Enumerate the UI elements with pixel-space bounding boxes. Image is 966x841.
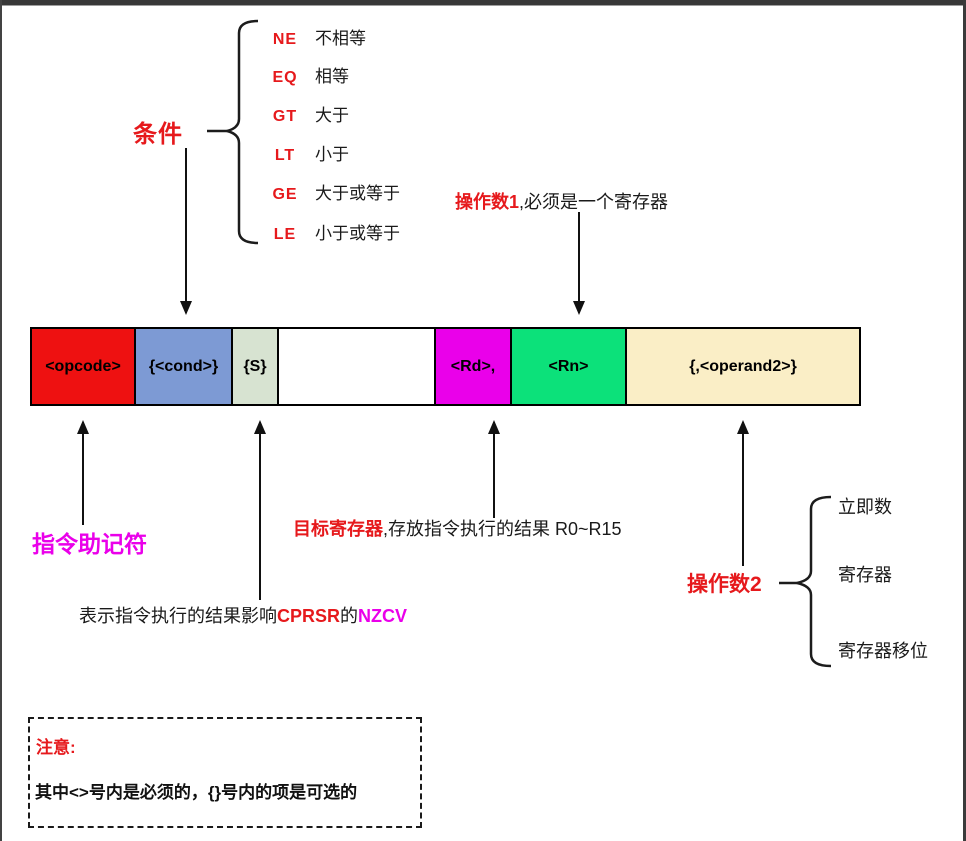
segment-s-flag: {S} [231, 327, 279, 406]
window-top-edge [0, 0, 966, 6]
operand1-highlight: 操作数1 [455, 192, 520, 212]
segment-rd-label: <Rd>, [450, 357, 496, 375]
segment-cond-label: {<cond>} [148, 357, 219, 375]
segment-rn-label: <Rn> [548, 357, 589, 375]
operand2-label: 操作数2 [687, 573, 762, 596]
mnemonic-label: 指令助记符 [32, 531, 147, 557]
note-title: 注意: [36, 738, 76, 757]
condition-item: LT 小于 [267, 140, 349, 165]
condition-code: GE [272, 186, 298, 203]
dest-register-text: ,存放指令执行的结果 R0~R15 [383, 519, 622, 539]
segment-opcode-label: <opcode> [45, 357, 121, 375]
s-flag-prefix: 表示指令执行的结果影响 [79, 606, 277, 626]
operand1-annotation: 操作数1,必须是一个寄存器 [455, 188, 668, 214]
condition-meaning: 小于或等于 [315, 224, 400, 243]
operand2-option-register-shift: 寄存器移位 [838, 641, 928, 661]
s-flag-annotation: 表示指令执行的结果影响CPRSR的NZCV [79, 602, 407, 628]
condition-code: LE [273, 226, 297, 243]
condition-meaning: 小于 [315, 145, 349, 164]
operand2-brace [796, 495, 832, 668]
operand2-option-immediate: 立即数 [838, 497, 892, 517]
condition-code: NE [272, 31, 298, 48]
condition-code: GT [272, 108, 298, 125]
segment-empty [277, 327, 436, 406]
condition-item: EQ 相等 [267, 62, 349, 87]
condition-item: GE 大于或等于 [267, 179, 400, 204]
segment-rd: <Rd>, [434, 327, 512, 406]
window-right-edge [963, 0, 966, 841]
condition-meaning: 不相等 [315, 29, 366, 48]
s-flag-mid: 的 [340, 606, 359, 626]
condition-label: 条件 [133, 121, 183, 148]
segment-rn: <Rn> [510, 327, 627, 406]
dest-register-highlight: 目标寄存器 [293, 519, 383, 539]
segment-operand2: {,<operand2>} [625, 327, 861, 406]
condition-item: LE 小于或等于 [267, 219, 400, 244]
condition-code: EQ [272, 69, 298, 86]
condition-meaning: 相等 [315, 67, 349, 86]
condition-brace [226, 19, 259, 245]
operand2-option-register: 寄存器 [838, 565, 892, 585]
segment-s-flag-label: {S} [243, 357, 267, 375]
condition-item: GT 大于 [267, 101, 349, 126]
operand1-text: ,必须是一个寄存器 [519, 192, 669, 212]
condition-code: LT [274, 147, 296, 164]
condition-meaning: 大于或等于 [315, 184, 400, 203]
s-flag-cprsr: CPRSR [277, 606, 341, 626]
segment-opcode: <opcode> [30, 327, 136, 406]
dest-register-annotation: 目标寄存器,存放指令执行的结果 R0~R15 [293, 515, 622, 541]
instruction-format-bar: <opcode> {<cond>} {S} <Rd>, <Rn> {,<oper… [30, 327, 873, 406]
segment-cond: {<cond>} [134, 327, 233, 406]
condition-meaning: 大于 [315, 106, 349, 125]
window-left-edge [0, 0, 2, 841]
note-body: 其中<>号内是必须的，{}号内的项是可选的 [35, 783, 358, 802]
segment-operand2-label: {,<operand2>} [689, 357, 797, 375]
note-box: 注意: 其中<>号内是必须的，{}号内的项是可选的 [28, 717, 422, 828]
condition-item: NE 不相等 [267, 24, 366, 49]
s-flag-nzcv: NZCV [358, 606, 408, 626]
